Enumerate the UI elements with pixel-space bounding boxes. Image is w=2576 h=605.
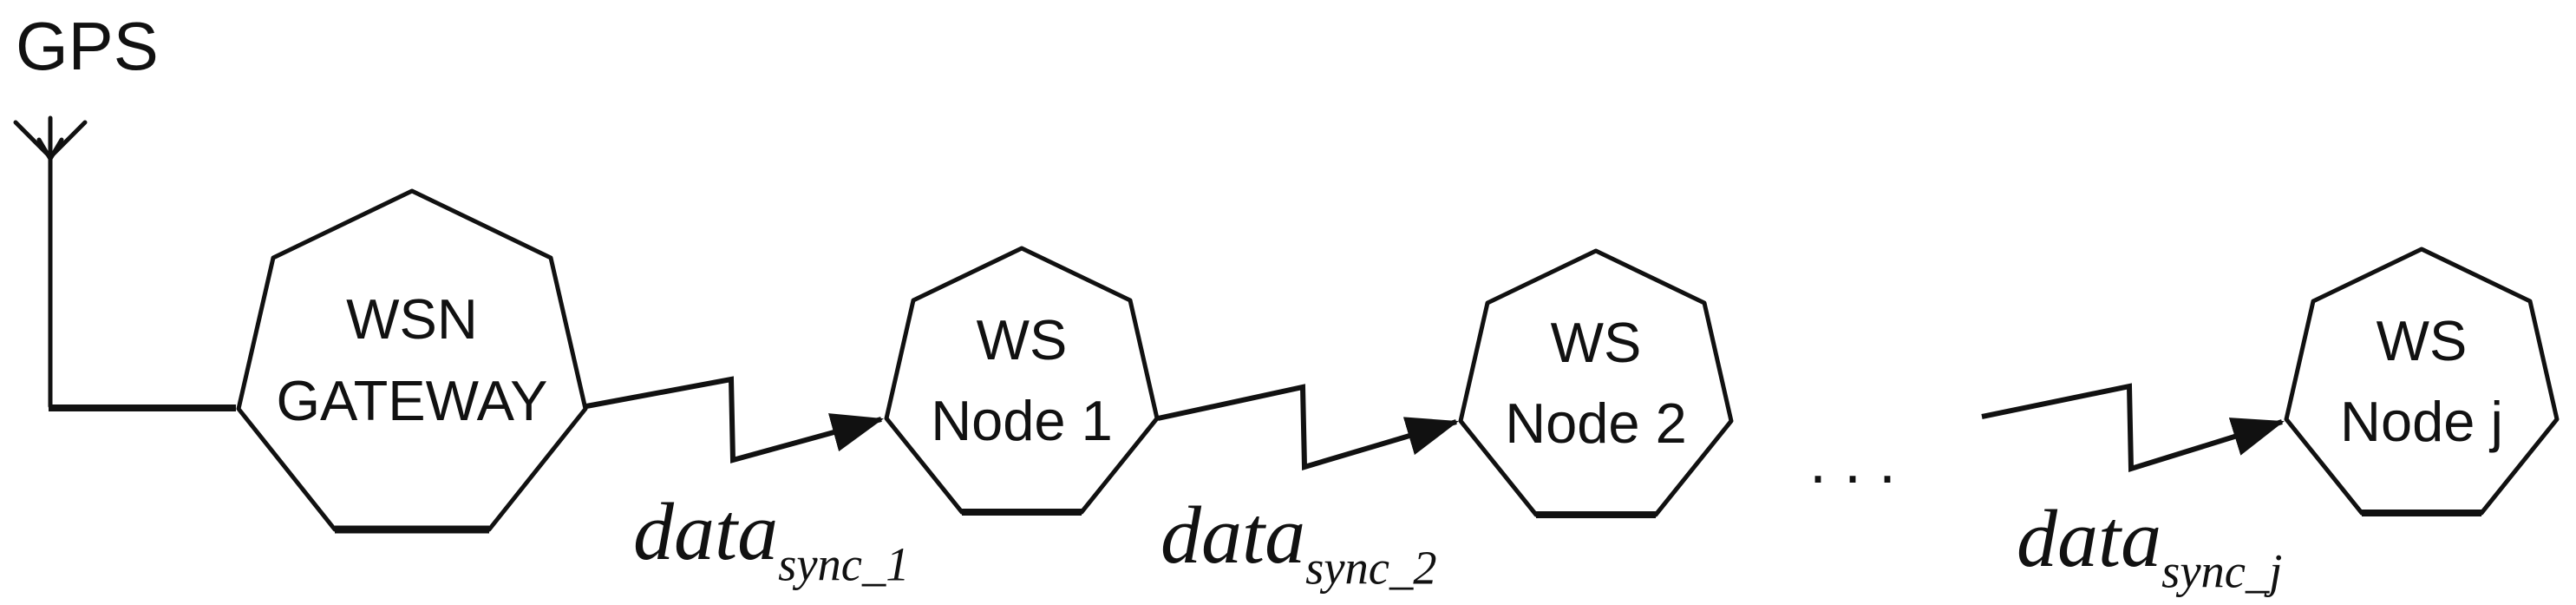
node-1-label-line1: WS bbox=[976, 308, 1068, 372]
node-j-label: WS Node j bbox=[2286, 249, 2557, 513]
gateway-label-line2: GATEWAY bbox=[276, 369, 548, 432]
link-label-sync-2: datasync_2 bbox=[1161, 495, 1437, 591]
link-label-sync-1: datasync_1 bbox=[633, 491, 910, 588]
ellipsis: . . . bbox=[1809, 427, 1897, 496]
gps-antenna-icon bbox=[13, 115, 88, 409]
node-2-label: WS Node 2 bbox=[1461, 251, 1731, 515]
node-2-label-line2: Node 2 bbox=[1505, 391, 1687, 455]
link-label-sync-2-base: data bbox=[1161, 490, 1306, 581]
zigzag-arrow-1 bbox=[585, 376, 884, 464]
link-label-sync-1-subscript: sync_1 bbox=[778, 537, 910, 591]
link-label-sync-j-subscript: sync_j bbox=[2161, 544, 2283, 598]
node-j-label-line2: Node j bbox=[2340, 390, 2503, 453]
node-j-label-line1: WS bbox=[2376, 309, 2468, 372]
zigzag-arrow-3 bbox=[1981, 383, 2285, 473]
link-label-sync-j-base: data bbox=[2017, 494, 2162, 584]
node-1-label: WS Node 1 bbox=[886, 248, 1157, 512]
gps-label: GPS bbox=[16, 8, 159, 84]
zigzag-arrow-2 bbox=[1157, 384, 1459, 470]
node-1-label-line2: Node 1 bbox=[931, 389, 1113, 452]
gateway-label: WSN GATEWAY bbox=[239, 191, 585, 529]
link-label-sync-1-base: data bbox=[633, 487, 779, 577]
antenna-down-arrow-icon bbox=[36, 137, 64, 161]
node-2-label-line1: WS bbox=[1550, 311, 1642, 374]
link-label-sync-2-subscript: sync_2 bbox=[1305, 541, 1437, 595]
link-label-sync-j: datasync_j bbox=[2017, 498, 2282, 595]
gateway-label-line1: WSN bbox=[346, 287, 478, 351]
